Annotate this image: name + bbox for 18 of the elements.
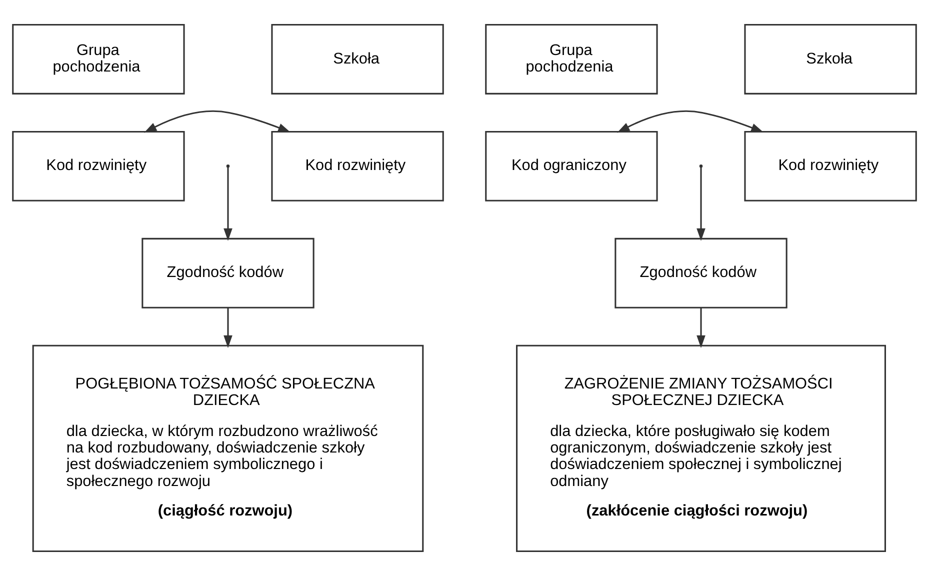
arrow [696,167,706,241]
arrow [144,110,291,133]
node-box: Kod ograniczony [485,130,658,202]
node-box: Zgodność kodów [614,238,788,308]
node-box: Zgodność kodów [142,238,314,308]
node-box: Grupa pochodzenia [485,24,658,94]
arrow [696,308,706,348]
node-box: Kod rozwinięty [744,130,917,202]
arrow [224,308,232,348]
node-box: ZAGROŻENIE ZMIANY TOŻSAMOŚCI SPOŁECZNEJ DZIECKA dla dziecka, które posługiwało się kodem ograniczonym, doświadczenie szkoły jest doświadczeniem społecznej i symbolicznej odmiany (zakłócenie ciągłości rozwoju) [516,344,886,552]
arrow [617,110,764,133]
node-box: Szkoła [271,24,444,94]
node-box: POGŁĘBIONA TOŻSAMOŚĆ SPOŁECZNA DZIECKA dla dziecka, w którym rozbudzono wrażliwość na kod rozbudowany, doświadczenie szkoły jest doświadczeniem symbolicznego i społecznego rozwoju (ciągłość rozwoju) [32,344,424,552]
node-box: Grupa pochodzenia [12,24,185,94]
node-box: Szkoła [744,24,917,94]
node-box: Kod rozwinięty [12,130,185,202]
node-box: Kod rozwinięty [271,130,444,202]
arrow [224,167,232,241]
